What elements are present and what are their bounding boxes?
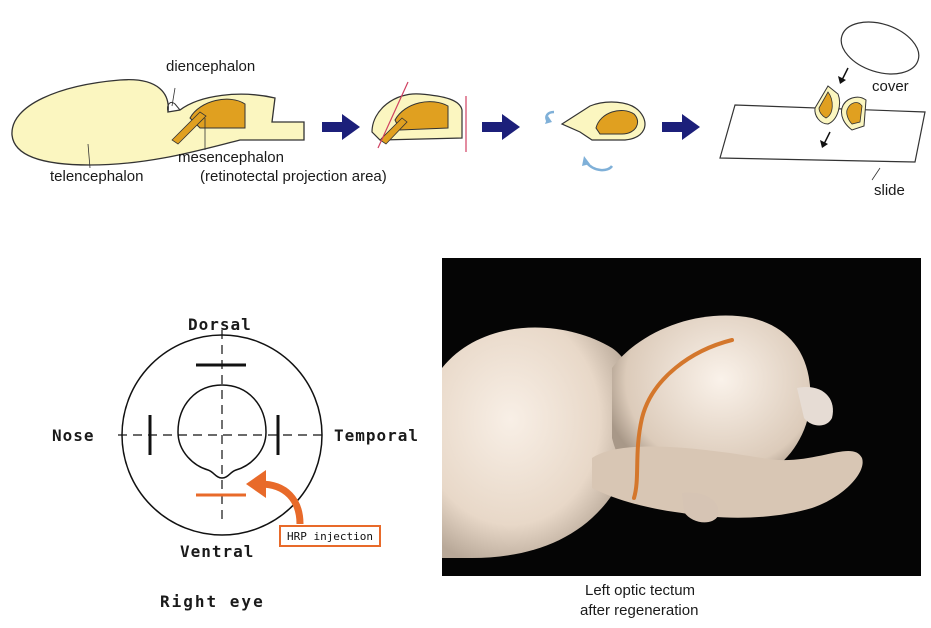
label-temporal: Temporal: [334, 427, 419, 445]
hrp-injection-label: HRP injection: [279, 525, 381, 547]
photo-lobe-left: [442, 328, 638, 558]
label-right-eye: Right eye: [160, 593, 265, 611]
cover-slip: [835, 13, 926, 83]
injection-arrow-icon: [246, 470, 266, 498]
arrow-right-icon: [662, 114, 700, 140]
photo-caption-line1: Left optic tectum: [585, 582, 695, 600]
arrow-down-icon: [838, 76, 846, 84]
arrow-down-icon: [842, 68, 848, 80]
label-slide: slide: [874, 182, 905, 200]
label-nose: Nose: [52, 427, 95, 445]
label-projection-area: (retinotectal projection area): [200, 168, 387, 186]
cut-brain: [372, 82, 466, 152]
rotated-tectum: [562, 102, 645, 140]
label-cover: cover: [872, 78, 909, 96]
tectum-photo-drawing: [442, 258, 921, 576]
label-diencephalon: diencephalon: [166, 58, 255, 76]
arrow-right-icon: [322, 114, 360, 140]
label-mesencephalon: mesencephalon: [178, 149, 284, 167]
pointer-slide: [872, 168, 880, 180]
label-telencephalon: telencephalon: [50, 168, 143, 186]
label-dorsal: Dorsal: [188, 316, 252, 334]
rotate-arrow-icon: [586, 162, 612, 170]
arrow-right-icon: [482, 114, 520, 140]
label-ventral: Ventral: [180, 543, 254, 561]
tectum-photo: [442, 258, 921, 576]
photo-caption-line2: after regeneration: [580, 602, 698, 620]
photo-hindbrain: [592, 446, 863, 517]
